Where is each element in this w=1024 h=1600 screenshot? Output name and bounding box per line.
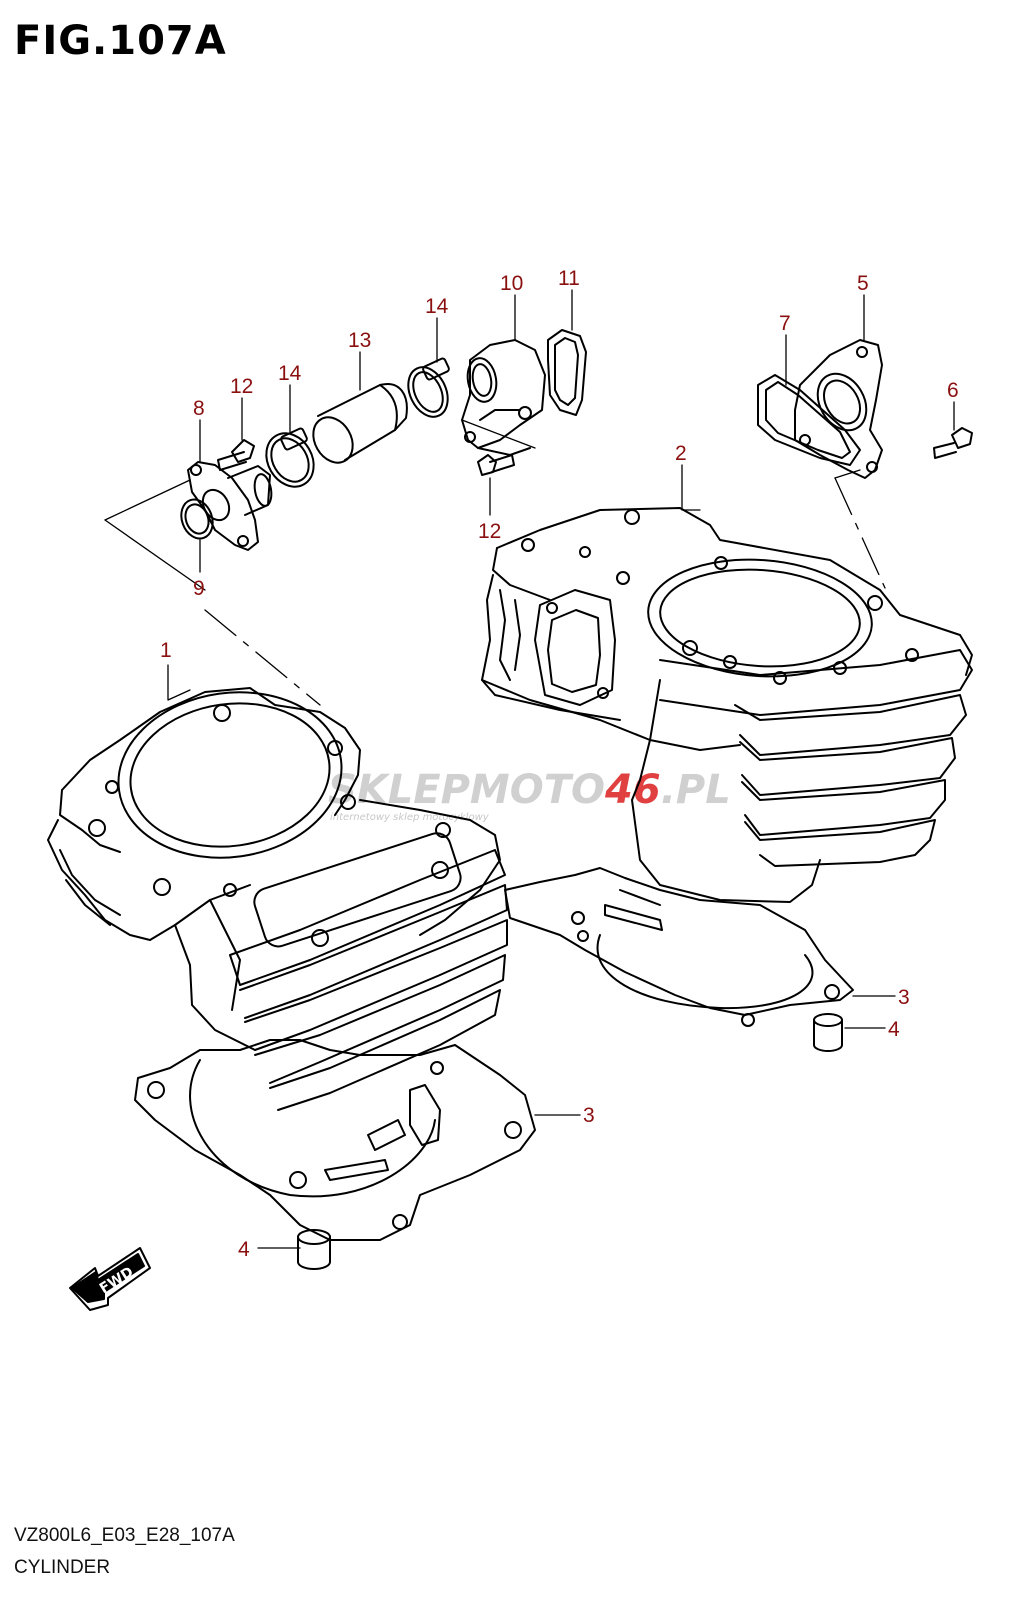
part-1-front-cylinder xyxy=(47,687,508,1111)
callout-14a: 14 xyxy=(278,362,302,385)
callout-8: 8 xyxy=(193,397,205,420)
callout-labels: 1 2 3 3 4 4 5 6 7 8 9 10 11 12 12 13 14 … xyxy=(160,267,959,1261)
part-4-dowel-pin-b xyxy=(813,1013,843,1052)
callout-4a: 4 xyxy=(238,1238,250,1261)
watermark: SKLEPMOTO46.PL internetowy sklep motocyk… xyxy=(328,767,731,823)
part-3-rear-gasket xyxy=(504,867,854,1027)
callout-2: 2 xyxy=(675,442,687,465)
callout-3a: 3 xyxy=(583,1104,595,1127)
callout-4b: 4 xyxy=(888,1018,900,1041)
figure-title: FIG.107A xyxy=(14,18,227,64)
callout-13: 13 xyxy=(348,329,371,352)
svg-text:SKLEPMOTO46.PL: SKLEPMOTO46.PL xyxy=(328,767,731,813)
part-12-bolt-a xyxy=(217,439,255,471)
leader-lines xyxy=(104,289,955,1249)
figure-name: CYLINDER xyxy=(14,1557,111,1578)
callout-5: 5 xyxy=(857,272,869,295)
part-12-bolt-b xyxy=(477,454,515,476)
part-4-dowel-pin-a xyxy=(297,1229,331,1270)
callout-12b: 12 xyxy=(478,520,501,543)
part-14-hose-clamp-a xyxy=(265,427,315,488)
fwd-arrow-icon: FWD xyxy=(69,1247,151,1311)
callout-9: 9 xyxy=(193,577,205,600)
part-10-water-outlet-union xyxy=(461,339,546,456)
part-3-front-gasket xyxy=(134,1039,536,1241)
figure-code: VZ800L6_E03_E28_107A xyxy=(14,1525,235,1546)
part-5-water-outlet-cover xyxy=(794,339,883,479)
callout-12a: 12 xyxy=(230,375,253,398)
callout-11: 11 xyxy=(558,267,580,290)
callout-6: 6 xyxy=(947,379,959,402)
part-6-bolt xyxy=(933,427,973,459)
part-2-rear-cylinder xyxy=(481,507,973,903)
callout-7: 7 xyxy=(779,312,791,335)
part-7-gasket xyxy=(757,374,861,466)
part-14-hose-clamp-b xyxy=(407,357,450,418)
part-9-o-ring xyxy=(180,498,214,540)
callout-1: 1 xyxy=(160,639,172,662)
part-13-water-hose xyxy=(312,383,408,464)
callout-3b: 3 xyxy=(898,986,910,1009)
callout-14b: 14 xyxy=(425,295,449,318)
part-11-gasket xyxy=(547,329,587,416)
svg-text:internetowy sklep motocyklowy: internetowy sklep motocyklowy xyxy=(330,812,490,823)
callout-10: 10 xyxy=(500,272,523,295)
